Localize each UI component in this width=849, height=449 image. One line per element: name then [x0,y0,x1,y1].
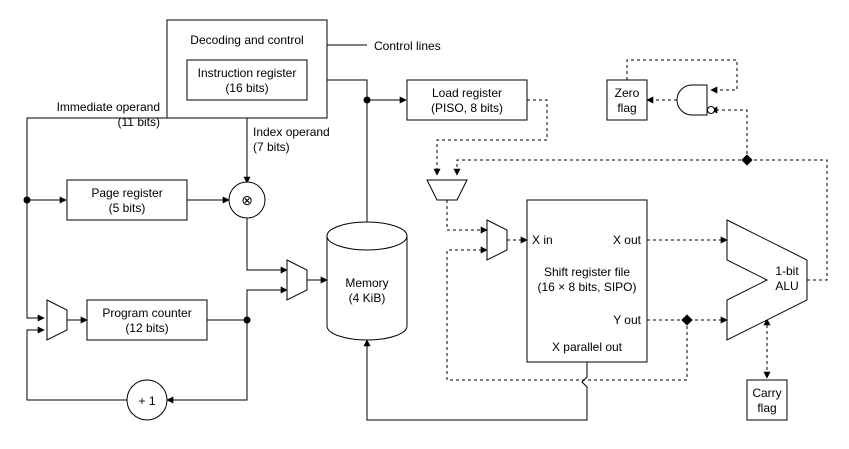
instruction-register-size: (16 bits) [225,81,268,95]
pc-multiplexer [46,299,68,341]
load-register-size: (PISO, 8 bits) [431,101,503,115]
shift-register-file-size: (16 × 8 bits, SIPO) [537,280,636,294]
page-register-block: Page register (5 bits) [66,179,188,221]
x-in-port: X in [532,233,553,247]
alu-block: 1-bit ALU [726,219,808,341]
y-out-port: Y out [613,313,641,327]
x-parallel-out-port: X parallel out [552,340,623,354]
index-operand-label: Index operand [253,125,330,139]
index-combiner-symbol: ⊗ [241,192,253,208]
index-operand-size: (7 bits) [253,140,290,154]
program-counter-label: Program counter [102,306,191,320]
carry-flag-label-2: flag [757,401,776,415]
shift-register-file-block: Shift register file (16 × 8 bits, SIPO) … [526,199,648,363]
zero-flag-block: Zero flag [606,79,648,121]
zero-detect-nand-gate [676,84,715,116]
carry-flag-label: Carry [752,386,781,400]
load-register-block: Load register (PISO, 8 bits) [406,79,528,121]
load-feedback-multiplexer [426,179,468,201]
memory-block: Memory (4 KiB) [326,221,408,341]
program-counter-size: (12 bits) [125,321,168,335]
page-register-label: Page register [91,186,162,200]
immediate-operand-size: (11 bits) [118,115,160,129]
load-register-label: Load register [432,86,502,100]
index-combiner: ⊗ [228,181,266,219]
solid-wires [26,44,588,421]
decoding-control-label: Decoding and control [190,33,303,47]
junction-dots [23,96,753,326]
incrementer-label: + 1 [138,394,155,408]
immediate-operand-label: Immediate operand [57,100,160,114]
memory-address-multiplexer [286,259,308,301]
zero-flag-label: Zero [615,86,640,100]
dashed-wires [433,59,828,381]
instruction-register-block: Instruction register (16 bits) [186,59,308,101]
control-lines-label: Control lines [374,39,441,53]
alu-label-line1: 1-bit [775,264,799,278]
shift-register-file-label: Shift register file [544,265,630,279]
alu-label-line2: ALU [775,279,798,293]
carry-flag-block: Carry flag [746,379,788,421]
shift-input-multiplexer [486,219,508,261]
zero-flag-label-2: flag [617,101,636,115]
incrementer: + 1 [126,379,168,421]
page-register-size: (5 bits) [109,201,146,215]
x-out-port: X out [613,233,642,247]
memory-label: Memory [345,276,388,290]
memory-size: (4 KiB) [349,291,386,305]
program-counter-block: Program counter (12 bits) [86,299,208,341]
instruction-register-label: Instruction register [198,66,297,80]
